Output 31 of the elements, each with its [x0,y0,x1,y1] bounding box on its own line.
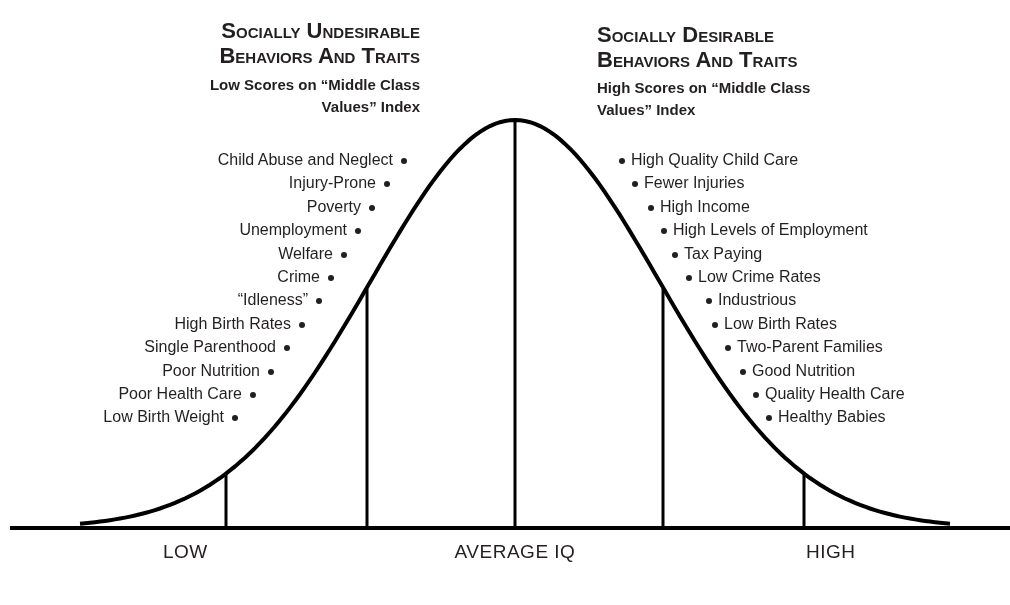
axis-label: LOW [163,541,208,563]
list-item: Quality Health Care [765,384,905,404]
axis-label: AVERAGE IQ [454,541,576,563]
list-item: Unemployment [239,220,347,241]
list-item: High Birth Rates [174,313,291,334]
axis-label: HIGH [806,541,856,563]
list-item: Poor Nutrition [162,360,260,381]
list-item: Healthy Babies [778,407,886,428]
subheading: High Scores on “Middle Class Values” Index [597,78,812,120]
list-item: Good Nutrition [752,360,856,381]
list-item: Low Birth Rates [724,313,837,334]
list-item: Poor Health Care [118,384,242,404]
list-item: “Idleness” [237,290,308,311]
list-item: Low Crime Rates [698,267,821,287]
list-item: Two-Parent Families [737,337,883,358]
list-item: Tax Paying [684,243,763,264]
list-item: Low Birth Weight [103,407,224,428]
list-item: Crime [277,267,320,287]
subheading: Low Scores on “Middle Class Values” Index [208,75,420,117]
heading: Socially Desirable Behaviors And Traits [597,22,799,72]
list-item: Poverty [306,196,361,217]
list-item: Single Parenthood [144,337,276,358]
list-item: Injury-Prone [288,173,376,194]
list-item: High Quality Child Care [631,150,799,170]
list-item: Welfare [278,243,333,264]
list-item: High Income [660,196,750,217]
heading: Socially Undesirable Behaviors And Traits [218,18,420,68]
list-item: Fewer Injuries [644,173,745,194]
list-item: Industrious [718,290,797,311]
list-item: High Levels of Employment [673,220,868,241]
list-item: Child Abuse and Neglect [217,150,393,170]
